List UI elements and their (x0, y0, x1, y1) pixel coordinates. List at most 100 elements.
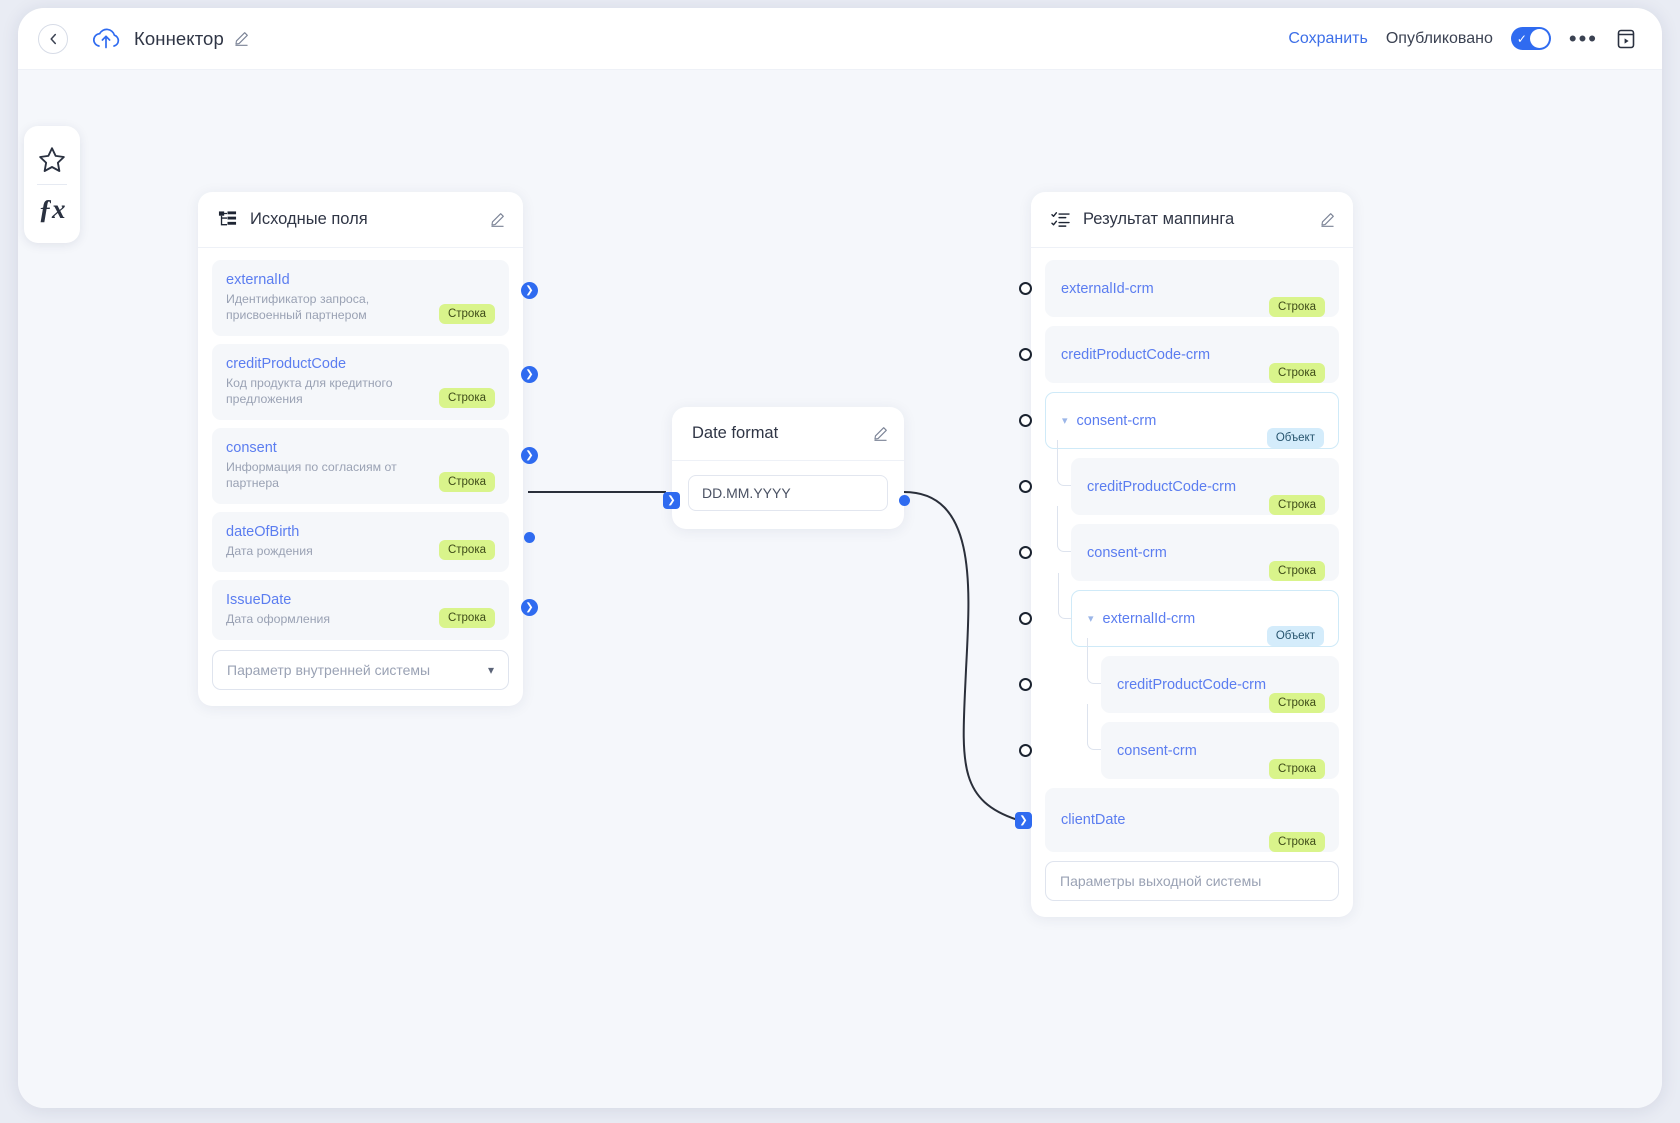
graph-canvas[interactable]: ƒx Исходные поля (18, 70, 1662, 1108)
field-description: Дата рождения (226, 543, 313, 558)
type-badge: Строка (1268, 363, 1325, 383)
row-name: externalId-crm (1102, 610, 1196, 627)
source-fields-list: externalId Идентификатор запроса, присво… (198, 248, 538, 706)
mapping-row-expandable[interactable]: ▾ consent-crm Объект (1019, 392, 1339, 449)
mapping-result-header: Результат маппинга (1031, 192, 1353, 248)
run-panel-icon[interactable] (1616, 28, 1636, 50)
save-button[interactable]: Сохранить (1288, 29, 1368, 47)
toggle-knob (1529, 29, 1549, 48)
header-actions: Сохранить Опубликовано ✓ ••• (1288, 27, 1662, 50)
type-badge: Строка (1268, 759, 1325, 779)
fx-icon: ƒx (38, 193, 66, 224)
row-name: externalId-crm (1061, 280, 1154, 297)
field-name: dateOfBirth (226, 523, 300, 540)
input-port[interactable] (1019, 348, 1032, 361)
check-icon: ✓ (1516, 31, 1527, 46)
type-badge: Строка (438, 607, 495, 628)
input-port[interactable] (1019, 678, 1032, 691)
output-port[interactable]: ❯ (521, 446, 538, 464)
date-format-header: Date format (672, 407, 904, 461)
row-name: consent-crm (1076, 412, 1157, 429)
row-name: creditProductCode-crm (1061, 346, 1211, 363)
row-name: creditProductCode-crm (1117, 676, 1267, 693)
row-name: consent-crm (1117, 742, 1197, 759)
type-badge: Строка (1268, 832, 1325, 852)
favorite-tool-button[interactable] (29, 136, 75, 184)
mapping-row-connected[interactable]: ❯ clientDate Строка (1015, 788, 1339, 852)
app-header: Коннектор Сохранить Опубликовано ✓ ••• (18, 8, 1662, 70)
date-format-body: DD.MM.YYYY (672, 461, 904, 529)
transform-node-title: Date format (692, 424, 779, 442)
input-port-connected[interactable]: ❯ (1015, 812, 1032, 829)
row-name: creditProductCode-crm (1087, 478, 1237, 495)
select-placeholder: Параметры выходной системы (1060, 873, 1262, 889)
mapping-row[interactable]: creditProductCode-crm Строка (1019, 440, 1339, 515)
tree-connector (1057, 440, 1071, 486)
type-badge: Строка (1268, 693, 1325, 713)
type-badge: Строка (438, 539, 495, 560)
canvas-toolbar: ƒx (24, 126, 80, 243)
output-panel-title: Результат маппинга (1083, 210, 1235, 228)
input-port[interactable] (1019, 744, 1032, 757)
page-title: Коннектор (134, 27, 224, 49)
chevron-down-icon[interactable]: ▾ (1062, 415, 1068, 427)
type-badge: Строка (438, 471, 495, 492)
tree-connector (1057, 506, 1071, 552)
hierarchy-icon (218, 211, 237, 226)
mapping-row[interactable]: consent-crm Строка (1019, 506, 1339, 581)
transform-output-port[interactable] (899, 495, 910, 506)
chevron-down-icon[interactable]: ▾ (1088, 613, 1094, 625)
connector-editor-app: Коннектор Сохранить Опубликовано ✓ ••• (18, 8, 1662, 1108)
input-port[interactable] (1019, 414, 1032, 427)
edit-title-icon[interactable] (234, 31, 249, 46)
mapping-row[interactable]: creditProductCode-crm Строка (1019, 638, 1339, 713)
row-name: clientDate (1061, 812, 1126, 828)
more-options-button[interactable]: ••• (1568, 25, 1598, 51)
mapping-result-node[interactable]: Результат маппинга externalId-crm Строка (1015, 192, 1353, 917)
output-port[interactable]: ❯ (521, 598, 538, 616)
mapping-row-expandable[interactable]: ▾ externalId-crm Объект (1019, 573, 1339, 647)
input-port[interactable] (1019, 612, 1032, 625)
source-field-row[interactable]: consent Информация по согласиям от партн… (212, 427, 538, 504)
field-description: Идентификатор запроса, присвоенный партн… (226, 292, 370, 322)
chevron-left-icon (49, 33, 56, 44)
source-field-row[interactable]: externalId Идентификатор запроса, присво… (212, 260, 538, 336)
date-format-node[interactable]: Date format DD.MM.YYYY ❯ (663, 407, 910, 529)
back-button[interactable] (38, 23, 68, 54)
mapping-result-list: externalId-crm Строка creditProductCode-… (1015, 248, 1353, 917)
field-name: externalId (226, 272, 290, 288)
edit-transform-node-icon[interactable] (873, 426, 888, 441)
type-badge: Строка (438, 387, 495, 408)
mapping-row[interactable]: consent-crm Строка (1019, 704, 1339, 779)
output-parameter-select[interactable]: Параметры выходной системы (1045, 861, 1339, 901)
field-name: IssueDate (226, 591, 292, 608)
edit-output-panel-icon[interactable] (1320, 212, 1335, 227)
type-badge: Строка (1268, 561, 1325, 581)
type-badge: Объект (1266, 626, 1324, 646)
output-port[interactable]: ❯ (521, 282, 538, 299)
source-field-row[interactable]: IssueDate Дата оформления Строка ❯ (212, 579, 538, 640)
source-fields-node[interactable]: Исходные поля externalId Идентификатор з… (198, 192, 538, 706)
source-fields-header: Исходные поля (198, 192, 523, 248)
star-icon (39, 147, 65, 172)
cloud-upload-icon (90, 25, 122, 53)
field-name: creditProductCode (226, 355, 347, 372)
input-port[interactable] (1019, 282, 1032, 295)
date-format-value: DD.MM.YYYY (702, 485, 791, 501)
publish-toggle[interactable]: ✓ (1510, 27, 1551, 50)
mapping-row[interactable]: externalId-crm Строка (1019, 260, 1339, 317)
transform-input-port[interactable]: ❯ (663, 492, 680, 509)
field-description: Информация по согласиям от партнера (226, 459, 397, 490)
output-port-connected[interactable] (524, 531, 535, 543)
input-port[interactable] (1019, 546, 1032, 559)
output-port[interactable]: ❯ (521, 365, 538, 383)
mapping-row[interactable]: creditProductCode-crm Строка (1019, 326, 1339, 383)
function-tool-button[interactable]: ƒx (29, 185, 75, 233)
internal-parameter-select[interactable]: Параметр внутренней системы ▾ (212, 649, 509, 690)
date-format-input[interactable]: DD.MM.YYYY (688, 475, 888, 511)
tree-connector (1087, 704, 1101, 750)
source-field-row[interactable]: dateOfBirth Дата рождения Строка (212, 511, 535, 572)
input-port[interactable] (1019, 480, 1032, 493)
edit-source-panel-icon[interactable] (490, 212, 505, 227)
source-field-row[interactable]: creditProductCode Код продукта для креди… (212, 343, 538, 420)
